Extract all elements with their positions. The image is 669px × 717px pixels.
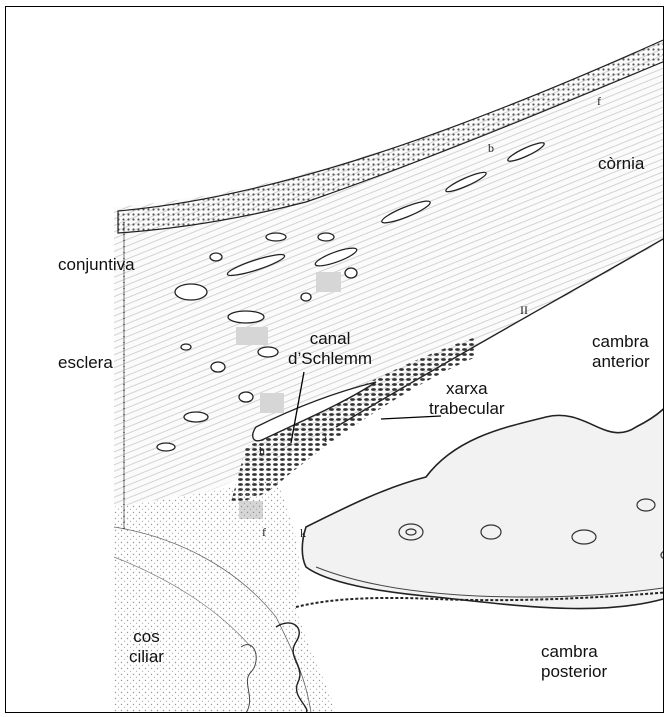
label-posterior-chamber: cambra posterior bbox=[541, 642, 607, 682]
label-trabecular-line2: trabecular bbox=[429, 399, 505, 419]
label-ciliary-body: cos ciliar bbox=[129, 627, 164, 667]
label-trabecular-line1: xarxa bbox=[429, 379, 505, 399]
label-anterior-line2: anterior bbox=[592, 352, 650, 372]
letter-b: b bbox=[488, 141, 494, 156]
letter-f-top: f bbox=[597, 94, 601, 109]
label-schlemm-line1: canal bbox=[288, 329, 372, 349]
label-ciliary-line2: ciliar bbox=[129, 647, 164, 667]
label-posterior-line2: posterior bbox=[541, 662, 607, 682]
letter-h: h bbox=[259, 444, 265, 459]
letter-f-left: f bbox=[262, 525, 266, 540]
letter-i: i bbox=[324, 431, 327, 446]
label-anterior-chamber: cambra anterior bbox=[592, 332, 650, 372]
label-sclera: esclera bbox=[58, 353, 113, 373]
label-anterior-line1: cambra bbox=[592, 332, 650, 352]
label-trabecular-meshwork: xarxa trabecular bbox=[429, 379, 505, 419]
histology-figure: còrnia conjuntiva esclera canal d’Schlem… bbox=[5, 6, 664, 713]
label-conjunctiva: conjuntiva bbox=[58, 255, 135, 275]
label-posterior-line1: cambra bbox=[541, 642, 607, 662]
label-schlemm-canal: canal d’Schlemm bbox=[288, 329, 372, 369]
label-cornea: còrnia bbox=[598, 154, 644, 174]
letter-ii: II bbox=[520, 303, 528, 318]
label-schlemm-line2: d’Schlemm bbox=[288, 349, 372, 369]
letter-k: k bbox=[300, 526, 306, 541]
label-ciliary-line1: cos bbox=[129, 627, 164, 647]
iris-shape bbox=[302, 402, 664, 609]
